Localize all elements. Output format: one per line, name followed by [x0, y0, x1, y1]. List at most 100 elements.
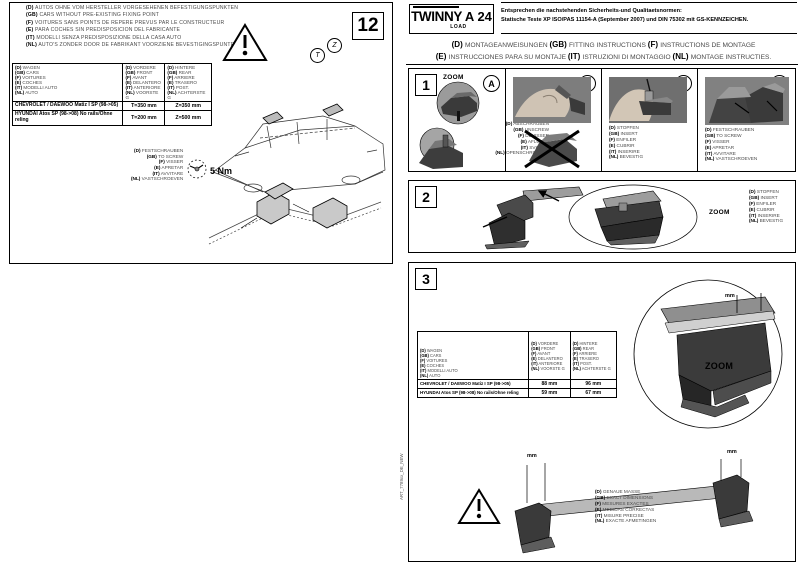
front-value: T=200 mm	[122, 110, 166, 126]
lang-line-e: (E) APRETAR	[154, 164, 184, 170]
table-header-row: (D) WAGEN(GB) CARS(F) VOITURES(E) COCHES…	[11, 63, 212, 102]
step2-illustration	[467, 183, 587, 251]
fitting-instructions-line-1: (D) MONTAGEANWEISUNGEN (GB) FITTING INST…	[451, 40, 756, 49]
standards-line-2: Statische Teste XP ISO/PAS 11154-A (Sept…	[501, 16, 749, 23]
vehicle-model: HYUNDAI Atos SP (98->08) No rails/Ohne r…	[11, 110, 124, 126]
front-value: T=350 mm	[122, 101, 166, 111]
column-header-1: (D) VORDERE(GB) FRONT(F) AVANT(E) DELANT…	[528, 331, 571, 380]
lang-line-d: (D) STOPFEN	[749, 189, 779, 194]
lang-line-gb: (GB) EXACT DIMENSIONS	[595, 494, 653, 500]
article-code: ART_7789xx_DE_NEW	[399, 453, 404, 500]
lang-line-f: (F) VOITURES SANS POINTS DE REPERE PREVU…	[26, 19, 225, 26]
lang-line-e: (E) CUBRIR	[609, 142, 635, 148]
brand-name: TWINNY	[411, 8, 462, 24]
panel-b-forbidden	[521, 127, 583, 169]
vehicle-type-language-list: (D) AUTOS OHNE VOM HERSTELLER VORGESEHEN…	[26, 5, 238, 49]
lang-line-d: (D) AUTOS OHNE VOM HERSTELLER VORGESEHEN…	[26, 5, 239, 11]
column-header-0: (D) WAGEN(GB) CARS(F) VOITURES(E) COCHES…	[416, 331, 530, 380]
step3-mm-label-top: mm	[725, 293, 735, 299]
step3-measurement-table: (D) WAGEN(GB) CARS(F) VOITURES(E) COCHES…	[416, 331, 618, 398]
step3-crossbar-diagram	[505, 459, 757, 555]
lang-line-gb: (GB) INSERT	[749, 194, 778, 200]
step-1-number: 1	[415, 74, 437, 96]
panel-letter-a: A	[483, 75, 500, 92]
left-page: (D) AUTOS OHNE VOM HERSTELLER VORGESEHEN…	[9, 2, 393, 264]
panel-c-photo	[609, 77, 687, 123]
divider-top	[501, 2, 797, 3]
dim-label-z: Z	[327, 38, 342, 53]
lang-line-gb: (GB) TO SCREW	[705, 132, 742, 138]
table-row: HYUNDAI Atos SP (98->08) No rails/Ohne r…	[416, 388, 618, 398]
lang-line-d: (D) ABSCHRAUBEN	[505, 121, 549, 126]
panel-d-caption: (D) FESTSCHRAUBEN(GB) TO SCREW(F) VISSER…	[705, 127, 793, 162]
step-3-number: 3	[415, 268, 437, 290]
lang-line-e: (E) APRETAR	[705, 144, 735, 150]
divider-under-standards	[501, 33, 797, 34]
lang-line-e: (E) MEDIDAS CORRECTAS	[595, 506, 655, 512]
lang-line-gb: (GB) INSERT	[609, 130, 638, 136]
lang-line-f: (F) ENFILER	[749, 200, 777, 206]
torque-value: 5 Nm	[210, 166, 233, 176]
panel-a-detail	[413, 123, 473, 169]
lang-line-d: (D) FESTSCHRAUBEN	[705, 127, 755, 132]
panel-b-photo	[513, 77, 591, 123]
page-number: 12	[352, 12, 384, 40]
table-row: CHEVROLET / DAEWOO Matiz I SP (98->05)88…	[416, 379, 618, 389]
lang-line-f: (F) DEVISSER	[517, 132, 549, 138]
panel-c-caption: (D) STOPFEN(GB) INSERT(F) ENFILER(E) CUB…	[609, 125, 691, 160]
lang-line-nl: (NL) EXACTE AFMETINGEN	[595, 518, 657, 524]
vehicle-model: CHEVROLET / DAEWOO Matiz I SP (98->05)	[11, 101, 124, 111]
lang-line-d: (D) FESTSCHRAUBEN	[134, 148, 184, 153]
vehicle-dimension-table: (D) WAGEN(GB) CARS(F) VOITURES(E) COCHES…	[11, 63, 212, 126]
left-page-frame	[9, 2, 393, 264]
vehicle-model: CHEVROLET / DAEWOO Matiz I SP (98->05)	[416, 379, 530, 389]
divider-under-instructions	[406, 64, 798, 65]
step3-mm-label-left: mm	[527, 453, 537, 459]
column-header-2: (D) HINTERE(GB) REAR(F) ARRIERE(E) TRASE…	[569, 331, 618, 380]
step-2-panel: 2	[408, 180, 796, 253]
step3-zoom-label: ZOOM	[705, 361, 734, 371]
front-value: 88 mm	[528, 379, 571, 389]
lang-line-f: (F) VISSER	[705, 138, 730, 144]
table-row: CHEVROLET / DAEWOO Matiz I SP (98->05)T=…	[11, 101, 212, 111]
step3-mm-label-right: mm	[727, 449, 737, 455]
lang-line-it: (IT) MISURE PRECISE	[595, 512, 644, 518]
step-2-number: 2	[415, 186, 437, 208]
brand-underline	[413, 5, 460, 8]
step2-zoom-illustration	[567, 183, 707, 251]
table-header-row: (D) WAGEN(GB) CARS(F) VOITURES(E) COCHES…	[416, 331, 618, 380]
torque-wrench-icon	[185, 158, 209, 180]
lang-line-nl: (NL) OPENSCHROEVEN	[495, 150, 549, 156]
lang-line-it: (IT) MODELLI SENZA PREDISPOSIZIONE DELLA…	[26, 34, 182, 41]
table-row: HYUNDAI Atos SP (98->08) No rails/Ohne r…	[11, 110, 212, 126]
column-header-1: (D) VORDERE(GB) FRONT(F) AVANT(E) DELANT…	[122, 63, 166, 102]
rear-value: 67 mm	[569, 388, 618, 398]
lang-line-gb: (GB) UNSCREW	[513, 126, 549, 132]
rear-value: Z=350 mm	[164, 101, 212, 111]
lang-line-gb: (GB) TO SCREW	[146, 153, 184, 159]
lang-line-e: (E) PARA COCHES SIN PREDISPOSICION DEL F…	[26, 27, 181, 34]
brand-model: A 24	[464, 8, 492, 24]
standards-line-1: Entsprechen die nachstehenden Sicherheit…	[501, 8, 682, 14]
lang-line-nl: (NL) VASTSCHROEVEN	[705, 156, 758, 162]
lang-line-e: (E) CUBRIR	[749, 206, 775, 212]
column-header-2: (D) HINTERE(GB) REAR(F) ARRIERE(E) TRASE…	[164, 63, 212, 102]
step1-divider-2	[601, 69, 602, 171]
lang-line-f: (F) ENFILER	[609, 136, 637, 142]
standards-text: Entsprechen die nachstehenden Sicherheit…	[501, 7, 796, 24]
lang-line-it: (IT) AVVITARE	[705, 150, 736, 156]
rear-value: Z=500 mm	[164, 110, 212, 126]
lang-line-it: (IT) INSERIRE	[749, 212, 780, 218]
column-header-0: (D) WAGEN(GB) CARS(F) VOITURES(E) COCHES…	[11, 63, 124, 102]
lang-line-f: (F) VISSER	[158, 159, 184, 165]
step2-caption: (D) STOPFEN(GB) INSERT(F) ENFILER(E) CUB…	[749, 189, 799, 224]
panel-a-photo	[431, 81, 485, 125]
vehicle-model: HYUNDAI Atos SP (98->08) No rails/Ohne r…	[416, 388, 530, 398]
brand-subtitle: LOAD	[450, 23, 467, 30]
lang-line-nl: (NL) BEVESTIG	[609, 154, 644, 160]
step1-divider-3	[697, 69, 698, 171]
dim-label-t: T	[310, 48, 325, 63]
